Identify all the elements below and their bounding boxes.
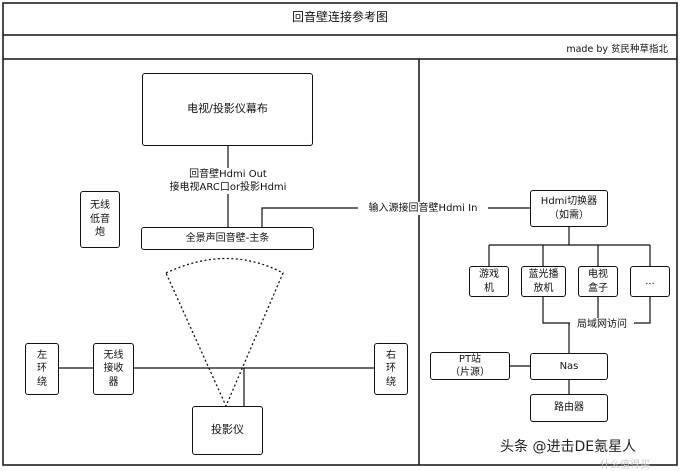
nas-node: Nas [530,353,608,380]
pt-site-node: PT站 （片源） [430,352,510,380]
tv-box-node: 电视 盒子 [578,266,618,297]
left-surround-node: 左 环 绕 [25,343,59,395]
bluray-player-node: 蓝光播 放机 [521,266,566,297]
game-console-node: 游戏 机 [469,266,509,297]
author-credit: made by 贫民种草指北 [566,44,668,55]
tv-screen-node: 电视/投影仪幕布 [142,73,313,146]
projection-beam [165,257,284,408]
wireless-receiver-node: 无线 接收 器 [93,343,134,395]
hdmi-switch-node: Hdmi切换器 （如需） [530,190,608,227]
more-devices-node: ... [630,266,670,297]
page-title: 回音壁连接参考图 [291,10,388,24]
router-node: 路由器 [530,394,608,422]
soundbar-node: 全景声回音壁-主条 [141,227,314,250]
watermark-text: 头条 @进击DE氪星人 [500,439,637,455]
projector-node: 投影仪 [192,406,263,455]
hdmi-out-label: 回音壁Hdmi Out 接电视ARC口or投影Hdmi [148,168,308,194]
lan-access-label: 局域网访问 [570,318,634,331]
subwoofer-node: 无线 低音 炮 [80,191,120,248]
input-source-label: 输入源接回音壁Hdmi In [358,202,488,215]
outer-frame [2,2,678,466]
watermark-faint: 什么值得买 [600,460,650,471]
right-surround-node: 右 环 绕 [374,343,408,395]
